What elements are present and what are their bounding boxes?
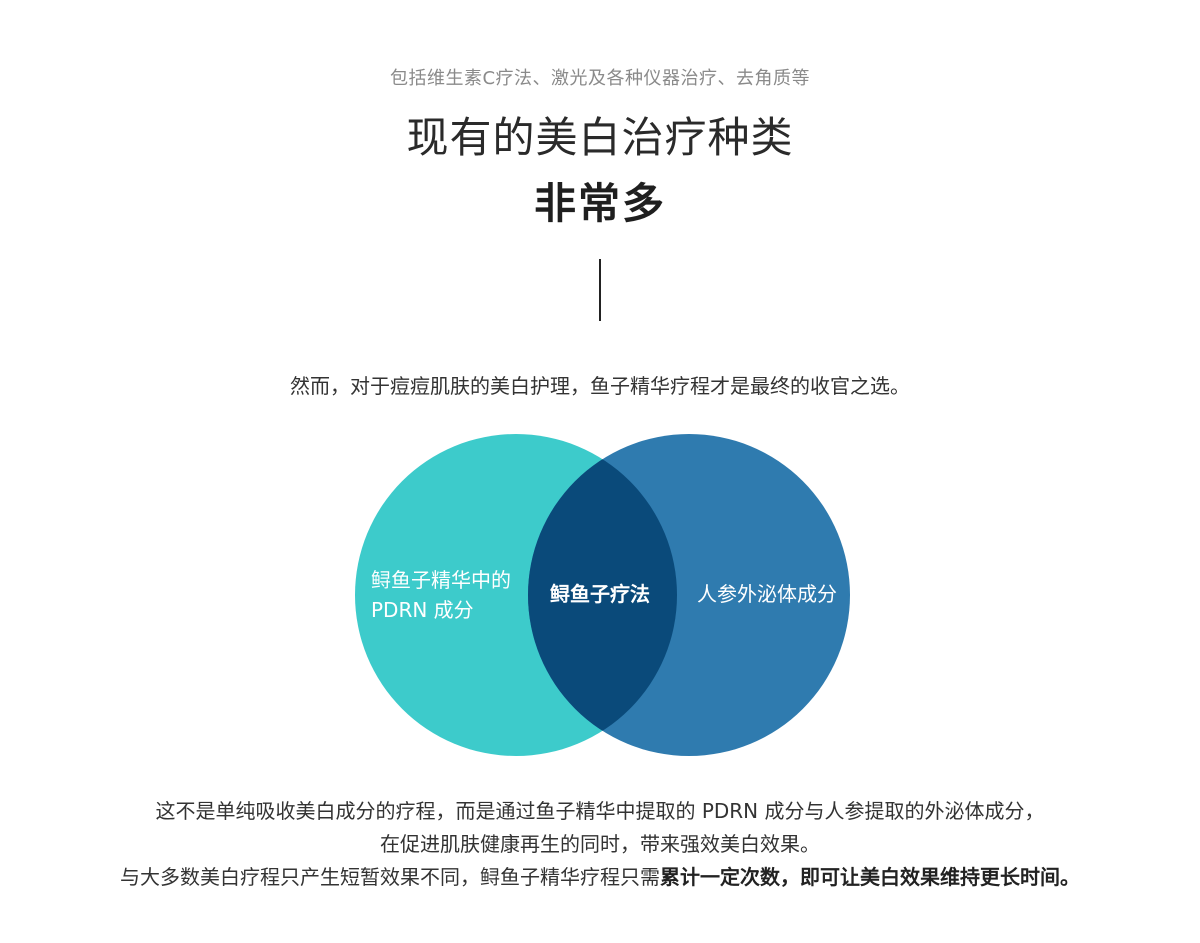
venn-overlap-region bbox=[528, 434, 677, 756]
page-title: 现有的美白治疗种类 bbox=[406, 113, 794, 162]
venn-left-label: 鲟鱼子精华中的 PDRN 成分 bbox=[371, 565, 531, 625]
page-title-emphasis: 非常多 bbox=[533, 179, 666, 228]
venn-diagram: 鲟鱼子精华中的 PDRN 成分 鲟鱼子疗法 人参外泌体成分 bbox=[340, 425, 860, 765]
description-line-2: 在促进肌肤健康再生的同时，带来强效美白效果。 bbox=[380, 832, 820, 856]
header-subtitle: 包括维生素C疗法、激光及各种仪器治疗、去角质等 bbox=[389, 68, 811, 89]
venn-left-label-line2: PDRN 成分 bbox=[371, 598, 474, 622]
description-line-1: 这不是单纯吸收美白成分的疗程，而是通过鱼子精华中提取的 PDRN 成分与人参提取… bbox=[155, 799, 1045, 823]
description-line-3: 与大多数美白疗程只产生短暂效果不同，鲟鱼子精华疗程只需累计一定次数，即可让美白效… bbox=[0, 861, 1200, 894]
venn-left-label-line1: 鲟鱼子精华中的 bbox=[371, 568, 511, 592]
venn-graphic bbox=[355, 434, 850, 756]
venn-right-label: 人参外泌体成分 bbox=[697, 582, 837, 606]
description-line-3-bold: 累计一定次数，即可让美白效果维持更长时间。 bbox=[660, 865, 1080, 889]
vertical-divider bbox=[599, 259, 601, 321]
description-line-3-normal: 与大多数美白疗程只产生短暂效果不同，鲟鱼子精华疗程只需 bbox=[120, 865, 660, 889]
venn-center-label: 鲟鱼子疗法 bbox=[550, 582, 650, 606]
intro-text: 然而，对于痘痘肌肤的美白护理，鱼子精华疗程才是最终的收官之选。 bbox=[290, 374, 910, 398]
description-block: 这不是单纯吸收美白成分的疗程，而是通过鱼子精华中提取的 PDRN 成分与人参提取… bbox=[0, 795, 1200, 894]
